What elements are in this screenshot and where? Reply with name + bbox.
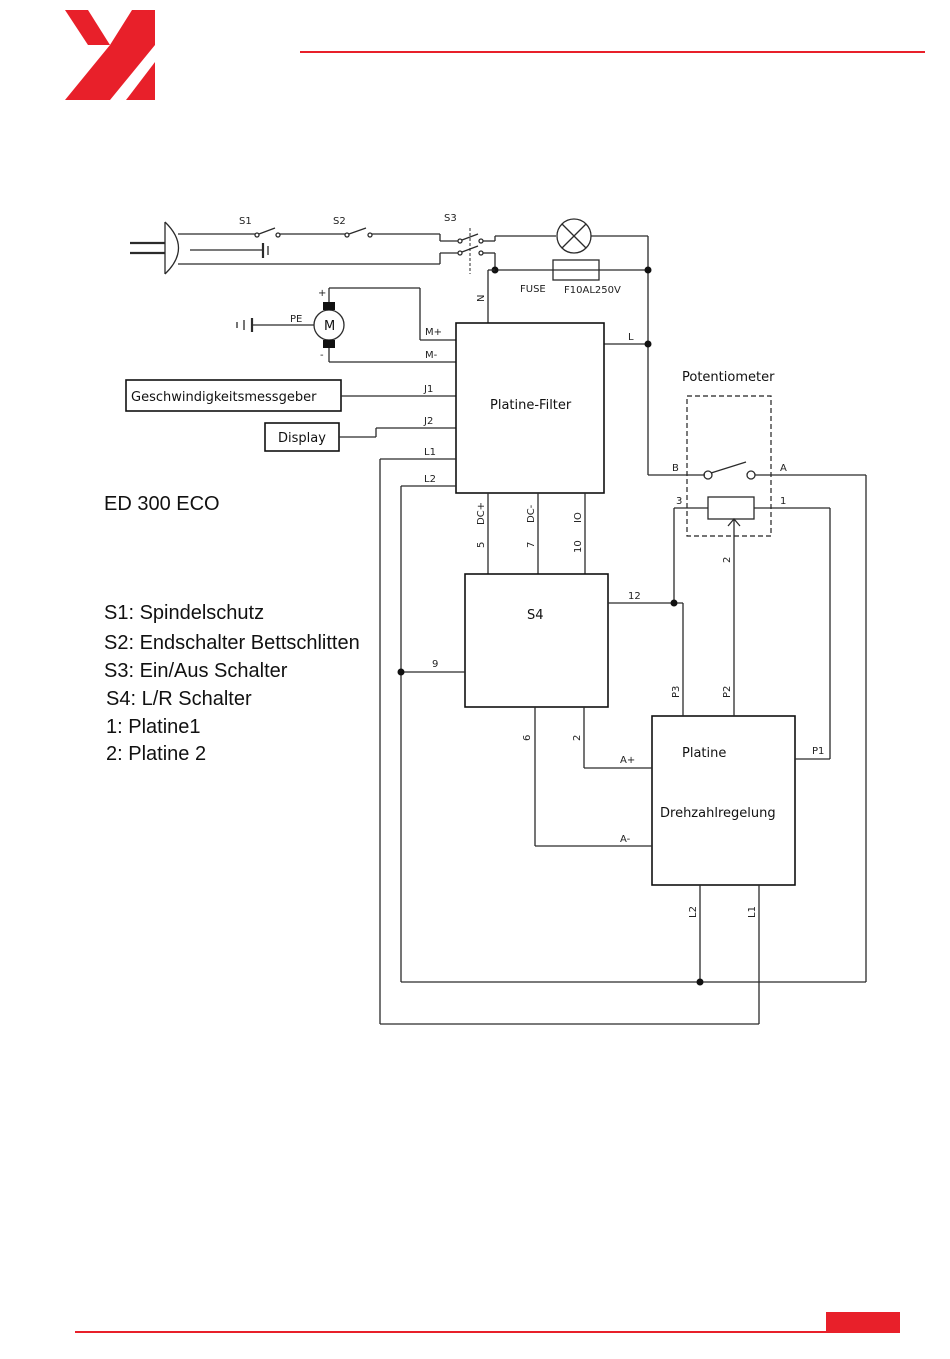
label-p2: P2 (722, 686, 733, 698)
label-m-plus: M+ (425, 327, 442, 338)
label-pot-b: B (672, 463, 679, 474)
label-10: 10 (573, 540, 584, 553)
speed-sensor-label: Geschwindigkeitsmessgeber (131, 390, 317, 405)
label-6: 6 (522, 735, 533, 741)
label-pot-1: 1 (780, 496, 786, 507)
legend-item: S1: Spindelschutz (104, 602, 264, 624)
platine-filter-box (455, 322, 605, 494)
brand-logo (65, 10, 155, 100)
label-2: 2 (572, 735, 583, 741)
switch-s3 (457, 228, 484, 274)
label-pot-a: A (780, 463, 787, 474)
label-l1-bottom: L1 (747, 906, 758, 918)
speed-sensor-box (125, 379, 342, 412)
label-s1: S1 (239, 216, 252, 227)
label-12: 12 (628, 591, 641, 602)
label-pot-3: 3 (676, 496, 682, 507)
label-a-minus: A- (620, 834, 631, 845)
control-board-label-1: Platine (682, 746, 726, 761)
label-9: 9 (432, 659, 438, 670)
s4-label: S4 (527, 608, 544, 623)
label-pot-2: 2 (722, 557, 733, 563)
legend-item: 2: Platine 2 (106, 743, 206, 765)
label-dc-plus: DC+ (476, 502, 487, 525)
label-l: L (628, 332, 634, 343)
label-l2: L2 (424, 474, 436, 485)
label-5: 5 (476, 542, 487, 548)
control-board-box (651, 715, 796, 886)
control-board-label-2: Drehzahlregelung (660, 806, 776, 821)
label-motor-minus: - (320, 350, 324, 361)
potentiometer-enclosure (686, 395, 772, 537)
potentiometer-title: Potentiometer (682, 370, 775, 385)
motor-symbol: M (324, 319, 335, 334)
potentiometer-resistor (707, 496, 755, 520)
label-pe: PE (290, 314, 302, 325)
label-s2: S2 (333, 216, 346, 227)
label-dc-minus: DC- (526, 504, 537, 523)
label-p1: P1 (812, 746, 824, 757)
label-fuse-rating: F10AL250V (564, 285, 621, 296)
label-io: IO (573, 512, 584, 523)
model-title: ED 300 ECO (104, 493, 220, 515)
label-m-minus: M- (425, 350, 438, 361)
s4-box (464, 573, 609, 708)
label-fuse: FUSE (520, 284, 546, 295)
switch-s2 (344, 227, 373, 238)
label-p3: P3 (671, 686, 682, 698)
legend-item: 1: Platine1 (106, 716, 201, 738)
mains-plug (130, 221, 179, 275)
legend-item: S3: Ein/Aus Schalter (104, 660, 288, 682)
label-j2: J2 (423, 416, 433, 427)
display-label: Display (278, 431, 326, 446)
legend-item: S4: L/R Schalter (106, 688, 252, 710)
label-n: N (476, 295, 487, 302)
label-j1: J1 (423, 384, 433, 395)
label-7: 7 (526, 542, 537, 548)
label-motor-plus: + (318, 288, 326, 299)
label-l1: L1 (424, 447, 436, 458)
switch-s1 (254, 227, 281, 238)
label-a-plus: A+ (620, 755, 635, 766)
label-s3: S3 (444, 213, 457, 224)
lamp-icon (556, 218, 592, 254)
label-l2-bottom: L2 (688, 906, 699, 918)
platine-filter-label: Platine-Filter (490, 398, 572, 413)
legend-item: S2: Endschalter Bettschlitten (104, 632, 360, 654)
footer-tab (826, 1312, 900, 1332)
